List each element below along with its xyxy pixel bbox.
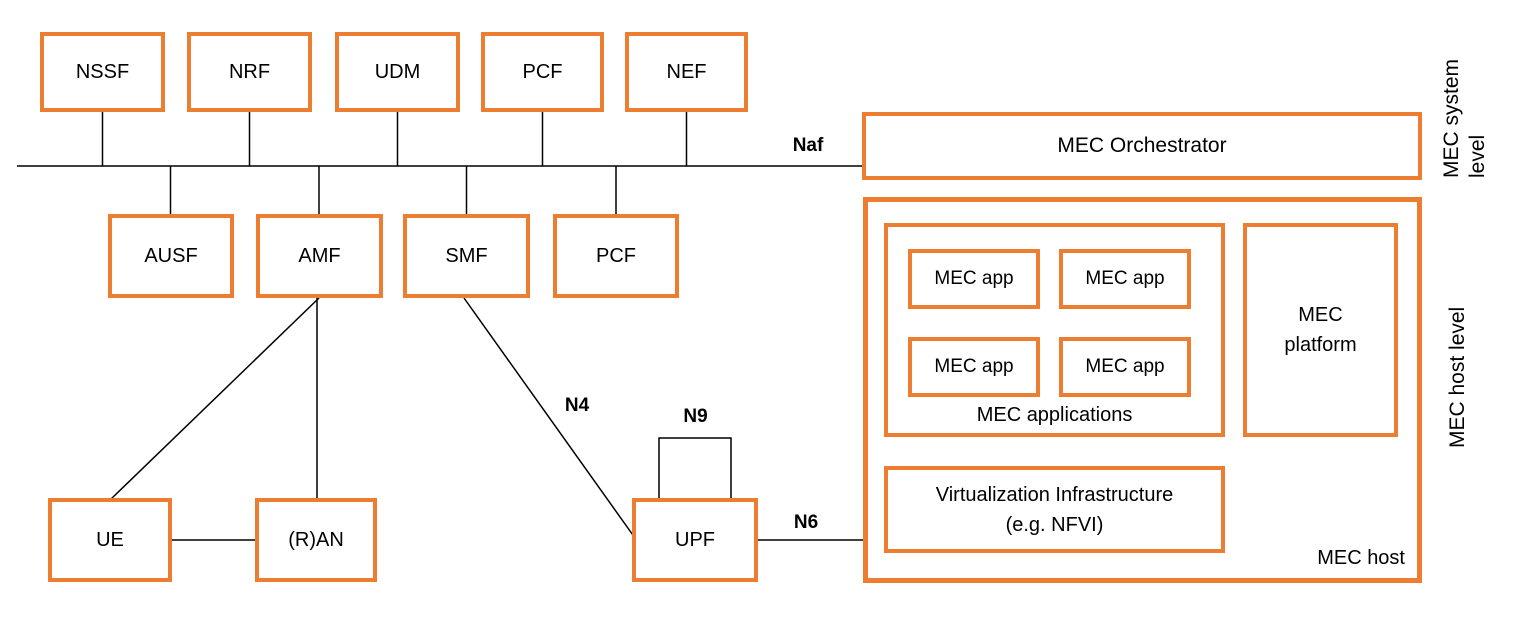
virtualization-infrastructure-box: Virtualization Infrastructure (e.g. NFVI… [884,466,1225,553]
mec-host-label: MEC host [1317,547,1405,569]
mec-platform-label: MEC platform [1284,304,1357,356]
node-smf: SMF [403,214,530,298]
node-nef: NEF [625,32,748,112]
mec-app-box-1: MEC app [908,249,1040,309]
mec-orchestrator-box: MEC Orchestrator [862,112,1422,180]
mec-app-label-3: MEC app [934,355,1014,377]
side-label-mec-system-level: MEC system level [1440,58,1489,178]
node-nrf: NRF [187,32,312,112]
mec-applications-label: MEC applications [976,404,1133,426]
virtualization-infrastructure-label-line2: (e.g. NFVI) [1005,513,1104,536]
node-ausf: AUSF [108,214,234,298]
mec-app-label-4: MEC app [1085,355,1165,377]
mec-app-label-2: MEC app [1085,267,1165,289]
interface-label-n6: N6 [793,512,819,533]
mec-app-label-1: MEC app [934,267,1014,289]
mec-orchestrator-label: MEC Orchestrator [1057,134,1227,158]
node-ran: (R)AN [255,498,377,582]
node-upf-label: UPF [675,529,715,551]
node-amf: AMF [256,214,383,298]
node-upf: UPF [632,498,758,582]
node-ue: UE [48,498,172,582]
node-amf-label: AMF [298,245,341,267]
node-smf-label: SMF [445,245,488,267]
node-udm-label: UDM [374,61,421,83]
side-label-mec-host-level: MEC host level [1446,306,1469,448]
upf-n9-loop [658,437,732,500]
interface-label-n4: N4 [564,395,590,416]
interface-label-n9: N9 [683,406,708,427]
mec-app-box-4: MEC app [1059,337,1191,397]
node-udm: UDM [335,32,460,112]
node-ausf-label: AUSF [144,245,198,267]
interface-label-naf: Naf [792,135,824,156]
node-nssf-label: NSSF [75,61,130,83]
node-pcf-core: PCF [553,214,679,298]
node-nrf-label: NRF [228,61,271,83]
virtualization-infrastructure-label-line1: Virtualization Infrastructure [935,483,1174,506]
node-pcf-top-label: PCF [522,61,563,83]
mec-app-box-2: MEC app [1059,249,1191,309]
node-pcf-core-label: PCF [596,245,636,267]
node-ue-label: UE [96,529,124,551]
smf-upf-link-n4 [463,297,636,539]
mec-app-box-3: MEC app [908,337,1040,397]
node-pcf-top: PCF [481,32,604,112]
node-nef-label: NEF [666,61,707,83]
node-nssf: NSSF [40,32,165,112]
mec-platform-box: MEC platform [1243,223,1398,437]
node-ran-label: (R)AN [288,529,344,551]
amf-ue-link [109,297,320,501]
